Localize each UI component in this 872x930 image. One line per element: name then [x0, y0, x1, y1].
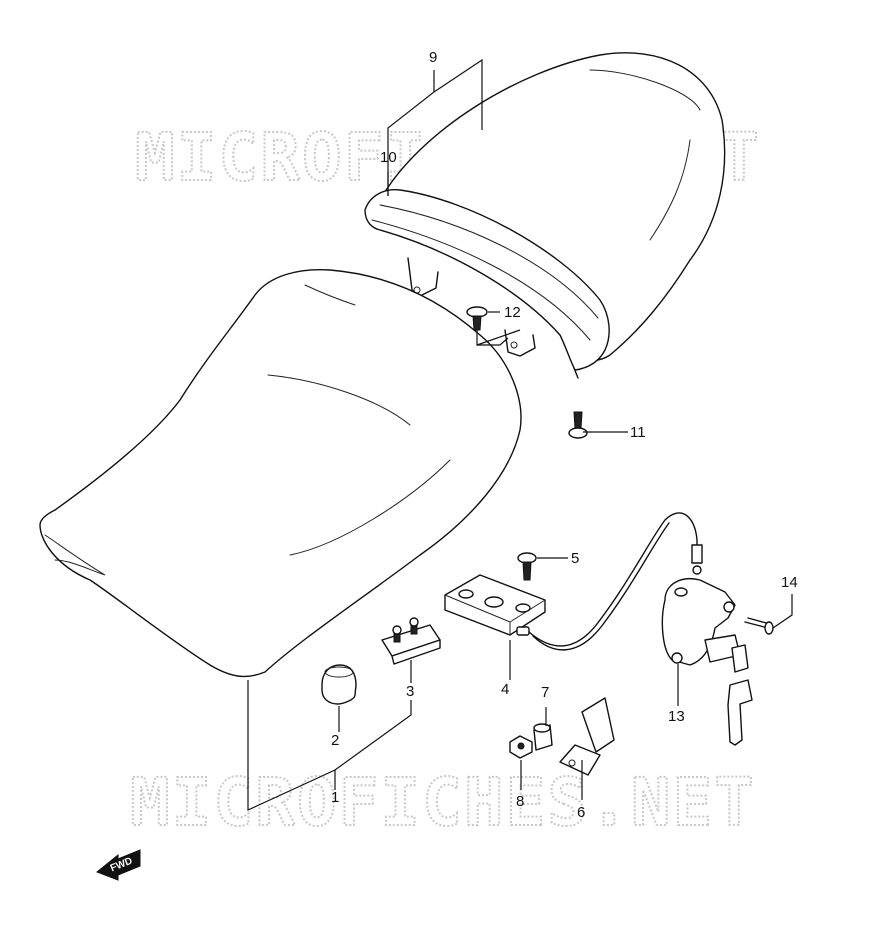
callout-6: 6 — [577, 804, 585, 821]
callout-2: 2 — [331, 732, 339, 749]
callout-8: 8 — [516, 793, 524, 810]
cushion-part-2 — [321, 664, 357, 705]
callout-10: 10 — [380, 149, 397, 166]
screw-part-14 — [744, 617, 774, 635]
bracket-part-3 — [381, 617, 441, 665]
watermark-bottom: MICROFICHES.NET — [130, 764, 756, 841]
callout-1: 1 — [331, 789, 339, 806]
screw-part-12 — [466, 306, 488, 331]
lock-base-part-4 — [444, 574, 546, 636]
callout-7: 7 — [541, 684, 549, 701]
callout-4: 4 — [501, 681, 509, 698]
seat-lock-part-13 — [661, 578, 753, 746]
bracket-part-6 — [559, 697, 615, 776]
nut-part-8 — [509, 735, 533, 759]
bolt-part-11 — [568, 411, 588, 439]
callout-3: 3 — [406, 683, 414, 700]
collar-part-7 — [533, 723, 553, 751]
seat-lock-cable — [528, 512, 698, 647]
callout-13: 13 — [668, 708, 685, 725]
main-seat — [39, 268, 522, 678]
callout-9: 9 — [429, 49, 437, 66]
callout-5: 5 — [571, 550, 579, 567]
leader-lines — [247, 58, 793, 811]
callout-11: 11 — [630, 424, 646, 441]
screw-part-5 — [517, 552, 537, 581]
forward-arrow-icon: FWD — [96, 849, 141, 881]
callout-14: 14 — [781, 574, 798, 591]
callout-12: 12 — [504, 304, 521, 321]
